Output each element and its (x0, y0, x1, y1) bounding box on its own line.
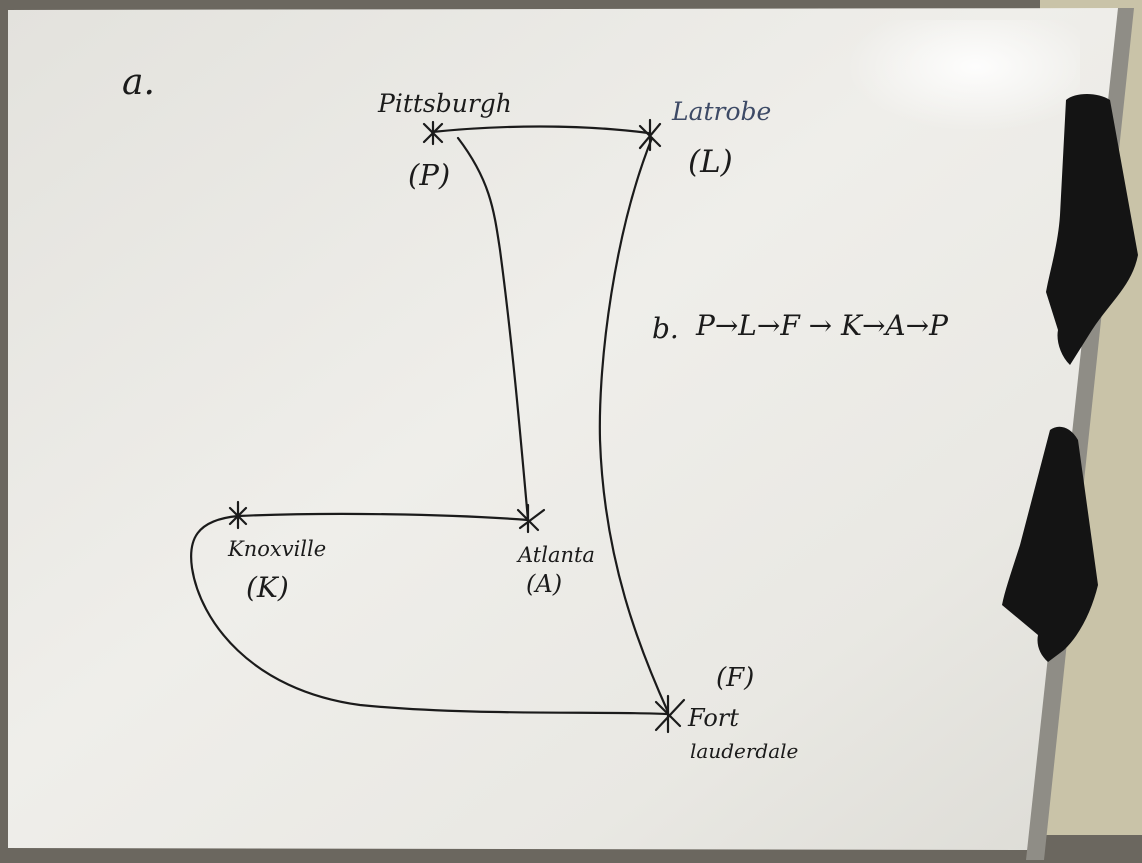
city-name-pittsburgh: Pittsburgh (377, 89, 512, 118)
cloth-bottom (1002, 426, 1098, 662)
marker-l (638, 118, 662, 152)
marker-a (516, 503, 546, 534)
part-b-route: P→L→F → K→A→P (695, 309, 949, 342)
city-name-latrobe: Latrobe (671, 97, 771, 126)
marker-f (654, 694, 686, 734)
route-edges (190, 125, 670, 716)
edge-a-p (456, 136, 530, 522)
city-name-fort-lauderdale-line1: Fort (687, 704, 739, 732)
city-abbr-fort-lauderdale: (F) (716, 663, 754, 693)
city-abbr-pittsburgh: (P) (408, 158, 450, 192)
edge-k-a (236, 512, 530, 522)
city-name-knoxville: Knoxville (227, 537, 326, 561)
edge-f-k (190, 514, 670, 716)
edge-p-l (430, 125, 650, 135)
part-a-label: a. (122, 62, 155, 103)
city-abbr-latrobe: (L) (688, 144, 733, 180)
city-name-atlanta: Atlanta (516, 543, 595, 567)
glare-area (560, 20, 1080, 280)
city-name-fort-lauderdale-line2: lauderdale (690, 739, 798, 763)
marker-p (422, 120, 444, 146)
marker-k (228, 500, 248, 530)
part-b-label: b. (652, 312, 679, 345)
cloth-top (1046, 94, 1138, 365)
city-abbr-atlanta: (A) (526, 570, 562, 598)
edge-l-f (598, 136, 670, 714)
city-abbr-knoxville: (K) (246, 571, 289, 604)
node-markers (228, 118, 686, 734)
